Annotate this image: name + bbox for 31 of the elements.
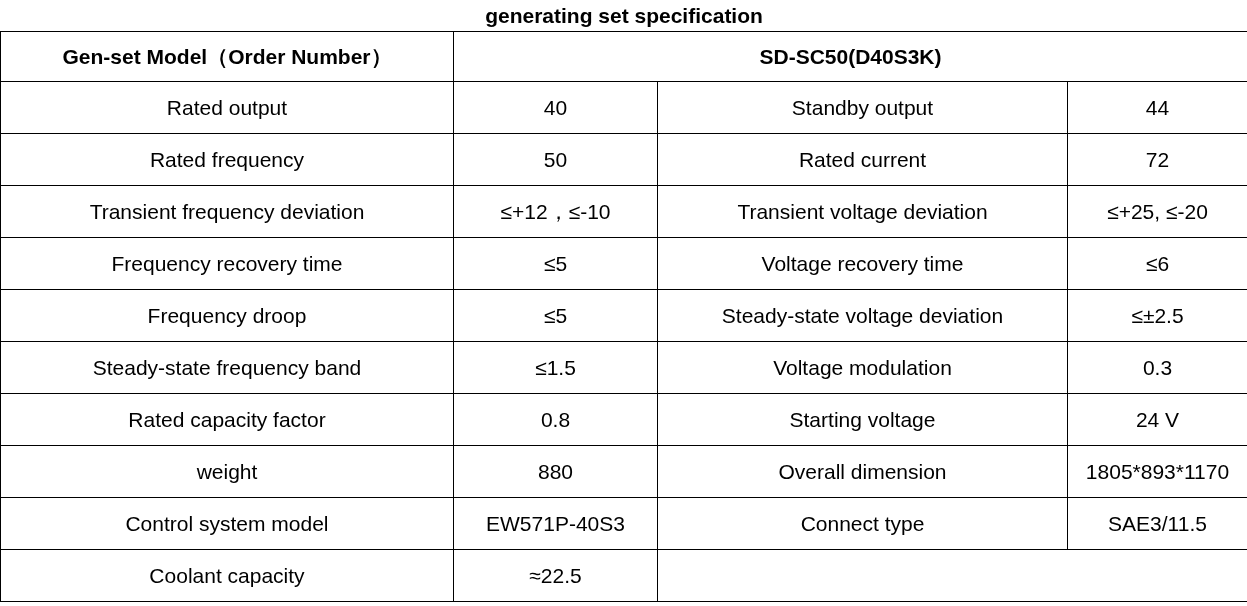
spec-value: EW571P-40S3 (453, 497, 658, 550)
spec-label: Steady-state frequency band (0, 341, 454, 394)
spec-value: ≤+12，≤-10 (453, 185, 658, 238)
table-title: generating set specification (485, 3, 763, 27)
spec-label: Control system model (0, 497, 454, 550)
spec-label: Rated capacity factor (0, 393, 454, 446)
spec-label: Rated current (657, 133, 1068, 186)
spec-label: Voltage modulation (657, 341, 1068, 394)
spec-label: Rated frequency (0, 133, 454, 186)
spec-value: ≈22.5 (453, 549, 658, 602)
spec-label: Transient frequency deviation (0, 185, 454, 238)
spec-label: Frequency recovery time (0, 237, 454, 290)
spec-value: ≤5 (453, 237, 658, 290)
spec-label: Coolant capacity (0, 549, 454, 602)
spec-value: 50 (453, 133, 658, 186)
column-header: Gen-set Model（Order Number） (0, 31, 454, 82)
spec-label: Overall dimension (657, 445, 1068, 498)
spec-value: ≤1.5 (453, 341, 658, 394)
spec-label: Standby output (657, 81, 1068, 134)
spec-value: 40 (453, 81, 658, 134)
spec-value: 880 (453, 445, 658, 498)
spec-label: Steady-state voltage deviation (657, 289, 1068, 342)
spec-label: Starting voltage (657, 393, 1068, 446)
spec-value: 0.8 (453, 393, 658, 446)
spec-label: Voltage recovery time (657, 237, 1068, 290)
spec-label: Connect type (657, 497, 1068, 550)
spec-label: Rated output (0, 81, 454, 134)
spec-label: Transient voltage deviation (657, 185, 1068, 238)
spec-value: ≤5 (453, 289, 658, 342)
spec-label: Frequency droop (0, 289, 454, 342)
spec-label: weight (0, 445, 454, 498)
